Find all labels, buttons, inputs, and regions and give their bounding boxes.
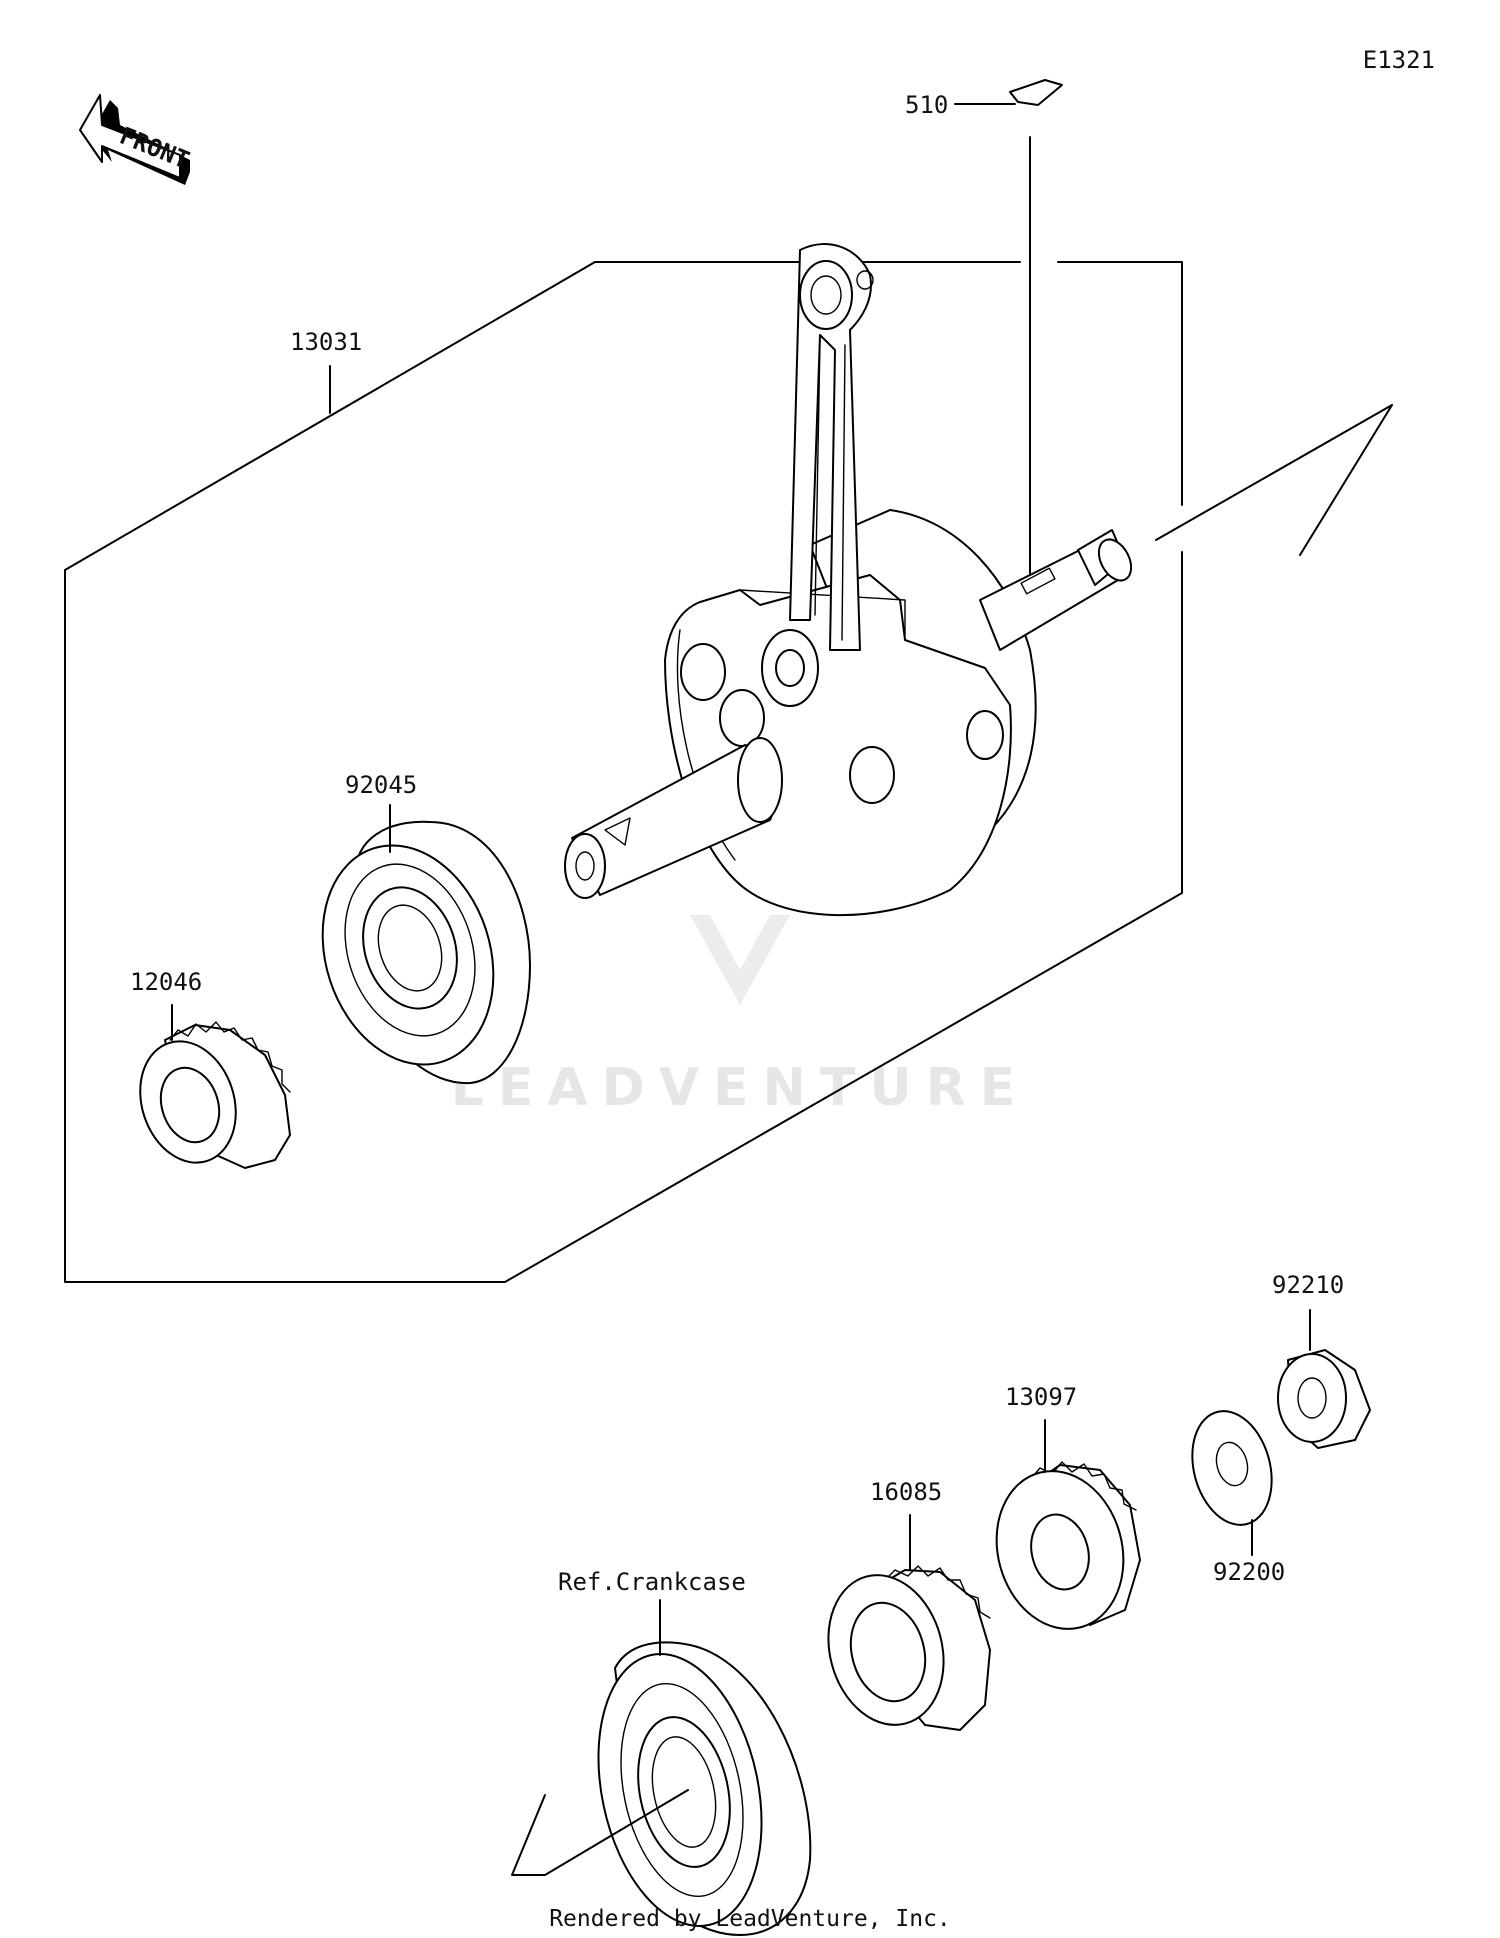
- crankshaft: [564, 243, 1133, 917]
- crank-axis: [1155, 404, 1393, 556]
- label-92200: 92200: [1213, 1558, 1285, 1586]
- gear-16085: [827, 1514, 991, 1731]
- label-13031: 13031: [290, 328, 362, 356]
- label-13097: 13097: [1005, 1383, 1077, 1411]
- bearing-92045: [321, 804, 531, 1085]
- label-16085: 16085: [870, 1478, 942, 1506]
- gear-12046: [139, 1004, 291, 1169]
- label-92045: 92045: [345, 771, 417, 799]
- gear-13097: [995, 1419, 1141, 1630]
- watermark-text: LEADVENTURE: [451, 1058, 1030, 1118]
- assembly-frame: [64, 261, 1183, 1283]
- nut-92210: [1277, 1309, 1371, 1449]
- diagram-code: E1321: [1363, 46, 1435, 74]
- washer-92200: [1191, 1410, 1273, 1556]
- label-12046: 12046: [130, 968, 202, 996]
- label-510: 510: [905, 91, 948, 119]
- watermark: LEADVENTURE: [451, 800, 1030, 1118]
- woodruff-key: [954, 79, 1063, 581]
- label-92210: 92210: [1272, 1271, 1344, 1299]
- front-arrow-icon: FRONT: [79, 94, 193, 185]
- label-ref-crankcase: Ref.Crankcase: [558, 1568, 746, 1596]
- footer-credit: Rendered by LeadVenture, Inc.: [549, 1906, 951, 1932]
- crankcase-bearing: [511, 1599, 812, 1936]
